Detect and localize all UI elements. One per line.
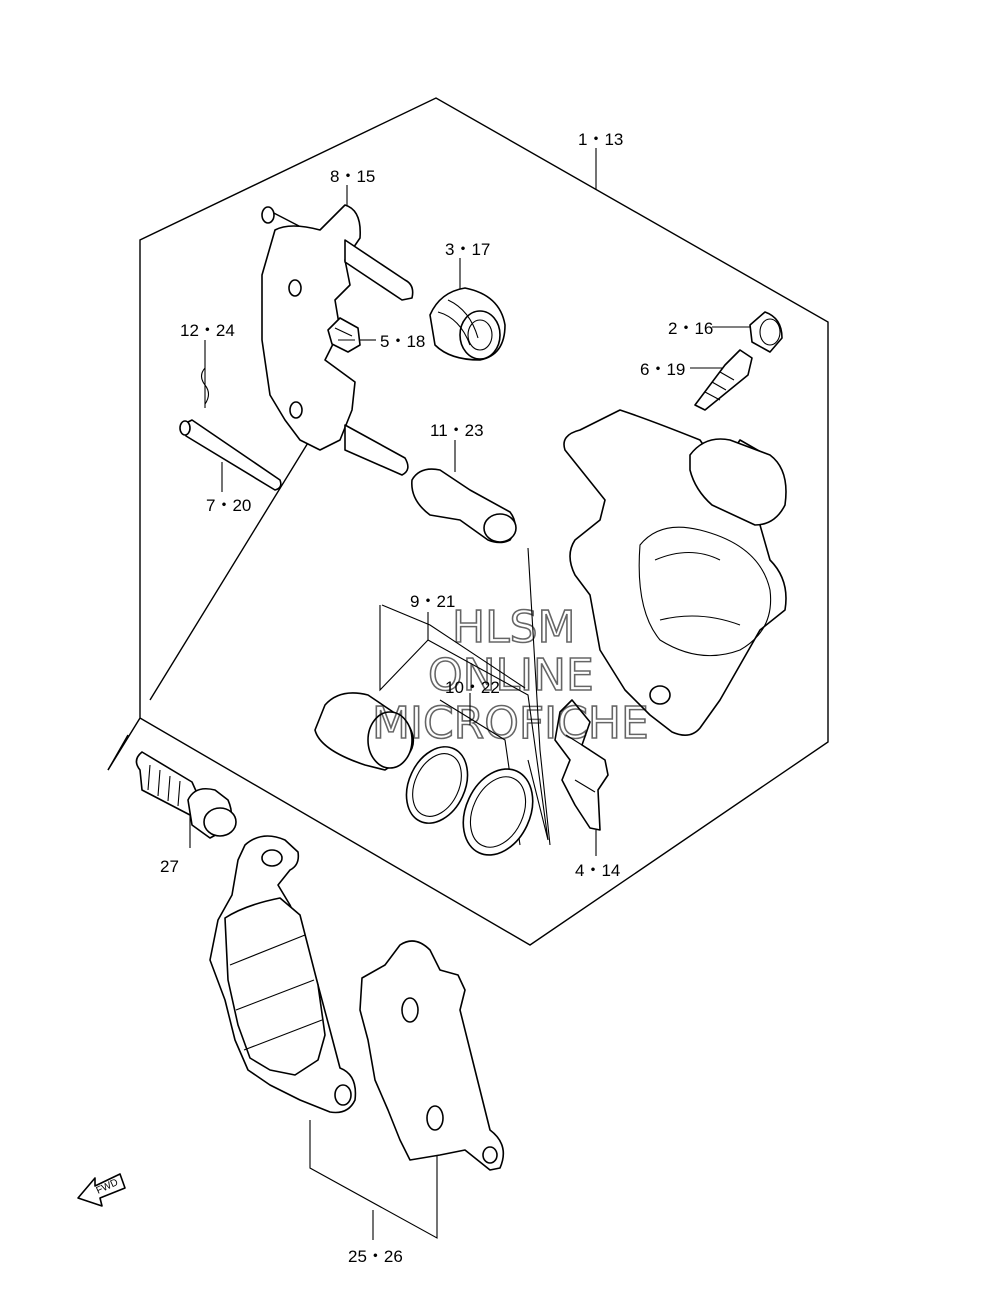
- slide-pin: [411, 468, 517, 544]
- caliper-body: [563, 409, 787, 736]
- pad-spring: [554, 699, 609, 831]
- label-part-2-16: 2・16: [668, 319, 713, 338]
- label-part-6-19: 6・19: [640, 360, 685, 379]
- watermark-line-3: MICROFICHE: [372, 698, 649, 749]
- label-part-9-21: 9・21: [410, 592, 455, 611]
- mounting-bolt: [135, 751, 237, 839]
- caliper-bracket: [261, 204, 414, 476]
- dust-seal: [462, 768, 534, 856]
- bracket-clip: [327, 317, 361, 353]
- watermark: HLSM ONLINE MICROFICHE: [371, 601, 649, 750]
- label-part-4-14: 4・14: [575, 861, 620, 880]
- label-part-7-20: 7・20: [206, 496, 251, 515]
- slide-pin-boot: [429, 287, 506, 361]
- label-part-10-22: 10・22: [445, 678, 500, 697]
- brake-pad-rear: [359, 940, 505, 1171]
- watermark-line-2: ONLINE: [428, 650, 594, 701]
- piston-seal: [405, 746, 469, 824]
- label-part-5-18: 5・18: [380, 332, 425, 351]
- label-part-11-23: 11・23: [430, 421, 484, 440]
- forward-direction-arrow: FWD: [77, 1173, 126, 1207]
- piston: [314, 692, 415, 771]
- label-part-12-24: 12・24: [180, 321, 235, 340]
- label-part-1-13: 1・13: [578, 130, 623, 149]
- pad-pin-clip: [200, 367, 210, 405]
- watermark-line-1: HLSM: [452, 602, 576, 653]
- brake-pad-front: [209, 835, 357, 1114]
- part-labels: 1・13 8・15 3・17 2・16 6・19 12・24 5・18 11・2…: [160, 130, 713, 1266]
- label-part-27: 27: [160, 857, 179, 876]
- label-part-25-26: 25・26: [348, 1247, 403, 1266]
- label-part-8-15: 8・15: [330, 167, 375, 186]
- assembly-outline: [107, 97, 829, 946]
- bleeder-cap: [749, 311, 783, 353]
- pad-pin: [179, 419, 282, 491]
- label-part-3-17: 3・17: [445, 240, 490, 259]
- bleeder-screw: [694, 349, 753, 411]
